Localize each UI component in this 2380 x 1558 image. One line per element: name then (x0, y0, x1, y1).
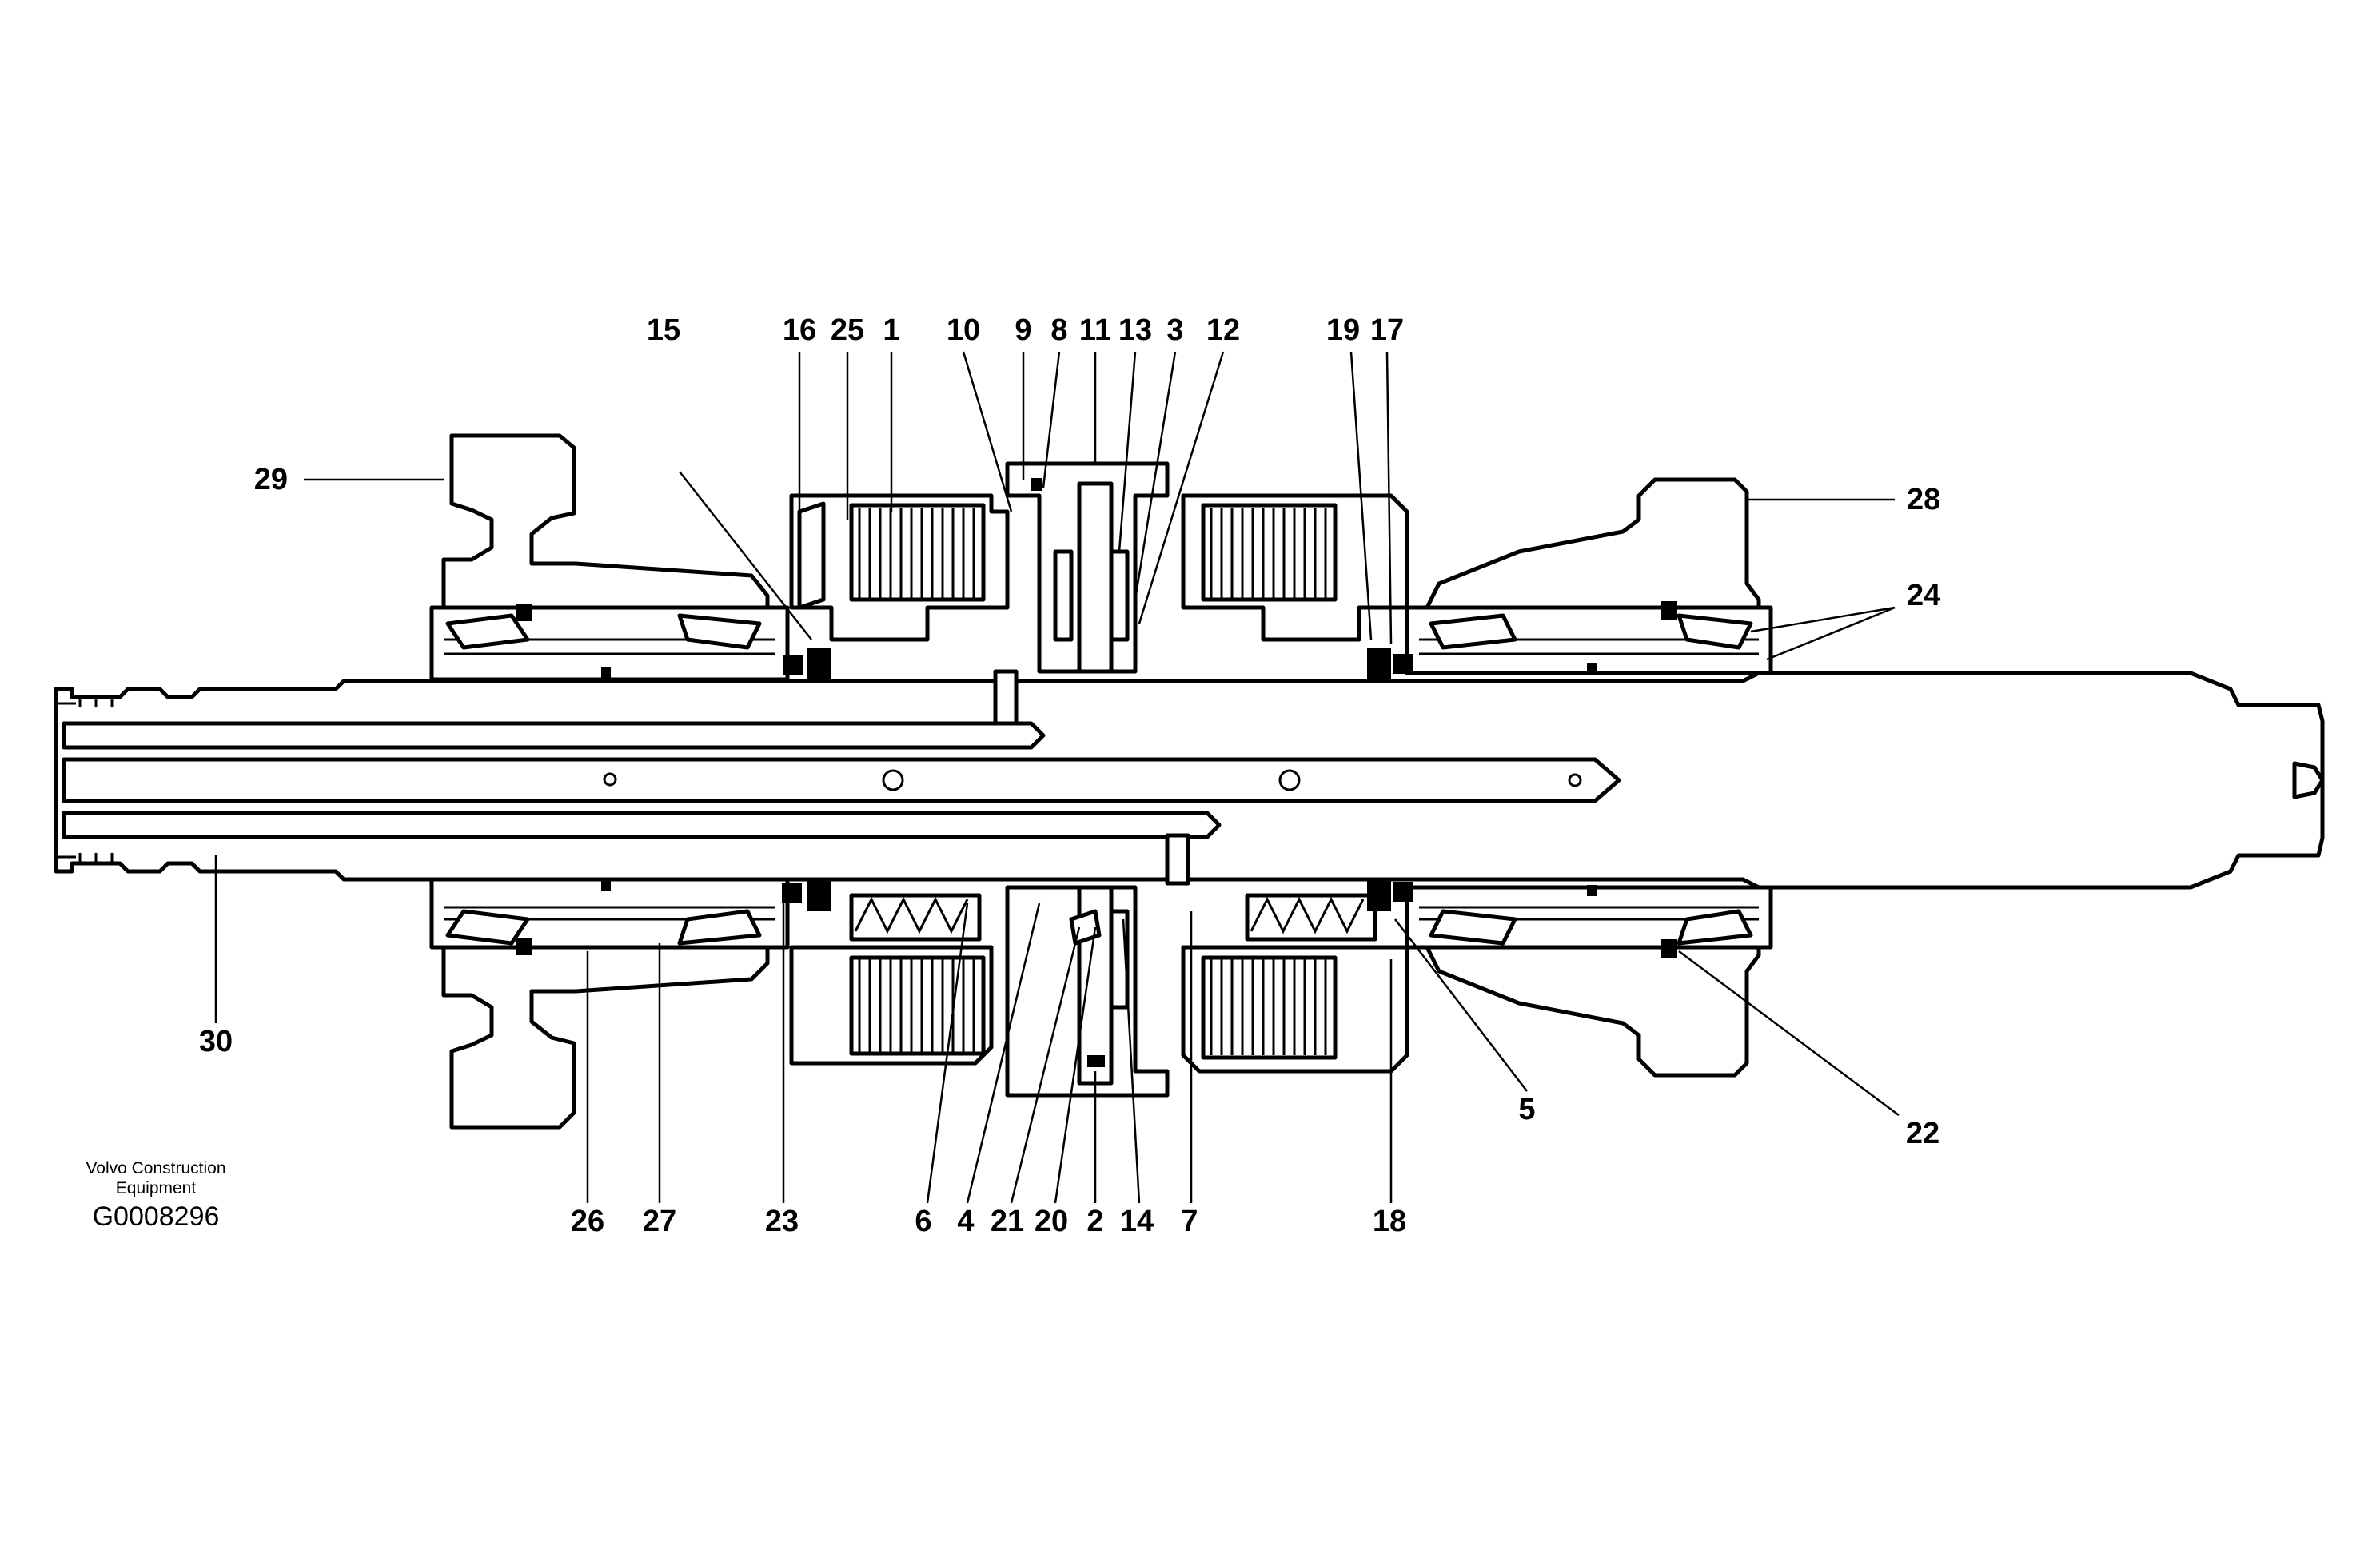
callout-9: 9 (1015, 313, 1031, 347)
callout-3: 3 (1166, 313, 1183, 347)
callout-labels: 15 16 25 1 10 9 8 11 13 3 12 19 17 29 28… (199, 313, 1940, 1238)
callout-5: 5 (1518, 1093, 1535, 1126)
callout-2: 2 (1086, 1205, 1103, 1238)
callout-19: 19 (1326, 313, 1360, 347)
callout-15: 15 (647, 313, 680, 347)
callout-23: 23 (765, 1205, 799, 1238)
right-housing (1405, 477, 1773, 1078)
callout-14: 14 (1120, 1205, 1154, 1238)
callout-17: 17 (1370, 313, 1404, 347)
callout-11: 11 (1079, 313, 1111, 347)
left-clutch-pack (782, 493, 1010, 1066)
callout-30: 30 (199, 1025, 233, 1058)
main-shaft (54, 669, 2325, 890)
callout-6: 6 (915, 1205, 931, 1238)
callout-1: 1 (883, 313, 899, 347)
callout-28: 28 (1907, 483, 1940, 516)
callout-29: 29 (254, 463, 288, 496)
centre-hub (1005, 461, 1170, 1098)
callout-8: 8 (1050, 313, 1067, 347)
callout-22: 22 (1906, 1117, 1939, 1150)
leader-lines (214, 351, 1900, 1204)
callout-12: 12 (1206, 313, 1240, 347)
document-id: G0008296 (93, 1201, 220, 1232)
callout-10: 10 (947, 313, 980, 347)
callout-21: 21 (991, 1205, 1024, 1238)
left-housing (429, 433, 790, 1130)
callout-27: 27 (643, 1205, 676, 1238)
callout-25: 25 (831, 313, 864, 347)
callout-4: 4 (957, 1205, 974, 1238)
callout-13: 13 (1118, 313, 1152, 347)
callout-7: 7 (1181, 1205, 1198, 1238)
callout-18: 18 (1373, 1205, 1406, 1238)
credit-line-2: Equipment (116, 1179, 197, 1197)
credit-block: Volvo Construction Equipment G0008296 (86, 1159, 225, 1232)
callout-16: 16 (783, 313, 816, 347)
callout-26: 26 (571, 1205, 604, 1238)
callout-24: 24 (1907, 579, 1940, 612)
callout-20: 20 (1035, 1205, 1068, 1238)
credit-line-1: Volvo Construction (86, 1159, 225, 1177)
